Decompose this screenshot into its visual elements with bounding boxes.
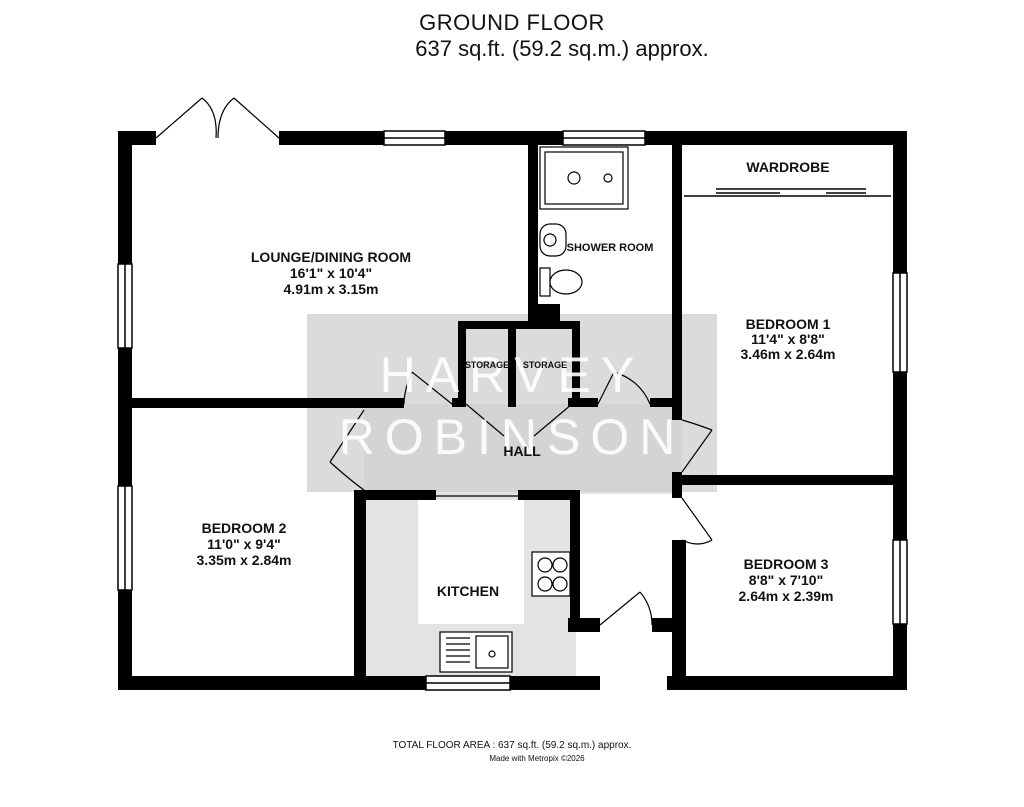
bedroom1-metric: 3.46m x 2.64m [741,346,836,362]
lounge-name: LOUNGE/DINING ROOM [251,249,411,265]
lounge-metric: 4.91m x 3.15m [284,281,379,297]
shower-fixtures [539,146,629,297]
kitchen-name: KITCHEN [437,583,499,599]
storage2-name: STORAGE [523,360,567,370]
bedroom1-imperial: 11'4" x 8'8" [751,331,825,347]
wardrobe-rails [684,188,891,197]
kitchen-hob [531,551,571,597]
hall-name: HALL [503,443,541,459]
credit-line: Made with Metropix ©2026 [489,754,585,763]
kitchen-worktop-white [418,500,524,624]
bedroom2-imperial: 11'0" x 9'4" [207,536,281,552]
bedroom1-name: BEDROOM 1 [746,316,831,332]
shower-name: SHOWER ROOM [567,242,654,254]
bedroom2-metric: 3.35m x 2.84m [197,552,292,568]
lounge-imperial: 16'1" x 10'4" [290,265,372,281]
watermark-line2: ROBINSON [339,409,686,465]
total-floor-area: TOTAL FLOOR AREA : 637 sq.ft. (59.2 sq.m… [392,740,632,751]
outer-walls [118,131,907,690]
watermark-line1: HARVEY [380,347,645,403]
plan-title: GROUND FLOOR [419,10,605,35]
bedroom2-name: BEDROOM 2 [202,520,287,536]
plan-area: 637 sq.ft. (59.2 sq.m.) approx. [415,36,709,61]
doors [155,97,713,626]
storage1-name: STORAGE [465,360,509,370]
bedroom3-name: BEDROOM 3 [744,556,829,572]
wardrobe-name: WARDROBE [746,159,829,175]
kitchen-sink [439,631,513,673]
interior-walls [132,145,897,690]
windows [117,130,908,691]
bedroom3-imperial: 8'8" x 7'10" [749,572,823,588]
bedroom3-metric: 2.64m x 2.39m [739,588,834,604]
